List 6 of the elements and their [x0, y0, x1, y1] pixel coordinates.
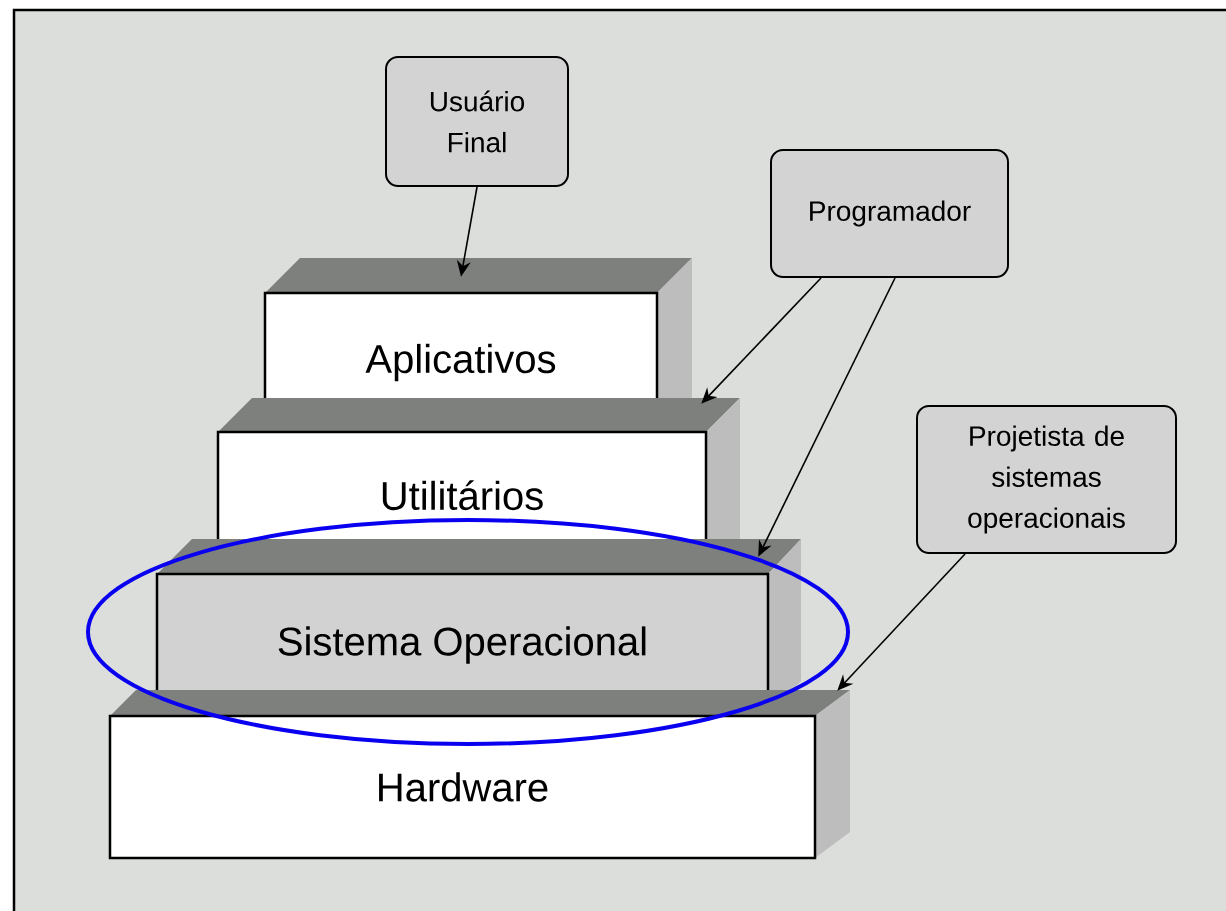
arrow: [837, 553, 966, 691]
actor-box: Programador: [770, 149, 1009, 278]
actor-box: Projetista de sistemas operacionais: [916, 405, 1177, 554]
actor-box: Usuário Final: [385, 56, 569, 187]
arrow: [701, 277, 822, 404]
layer-block: Hardware: [108, 690, 850, 860]
